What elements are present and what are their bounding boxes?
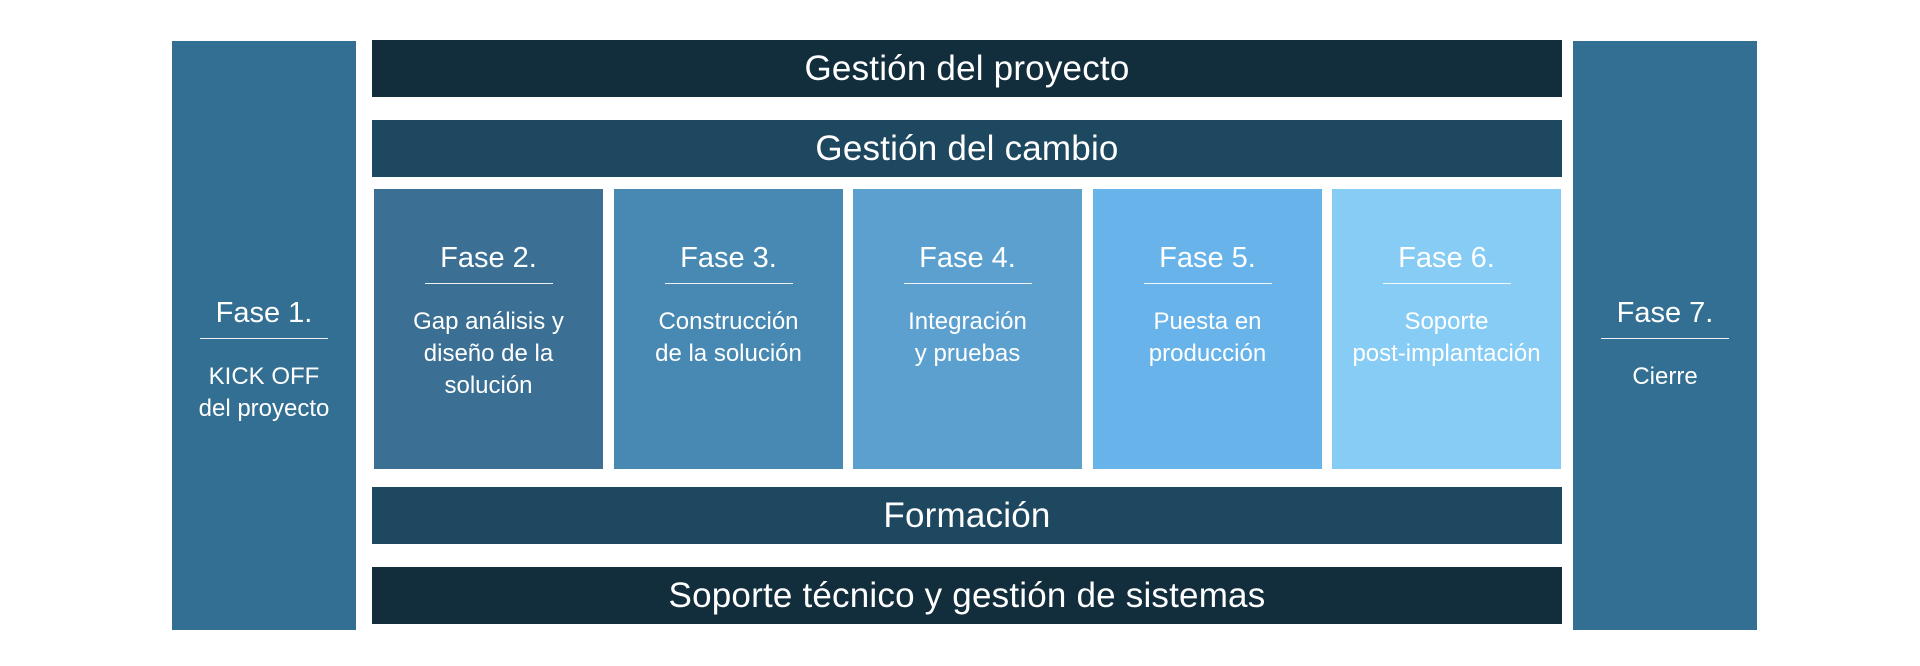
phase-5-box: Fase 5. Puesta en producción	[1093, 189, 1322, 469]
phase-1-title: Fase 1.	[200, 296, 328, 339]
phase-1-description: KICK OFF del proyecto	[198, 363, 330, 422]
phase-5-title: Fase 5.	[1143, 241, 1272, 284]
phase-2-description: Gap análisis y diseño de la solución	[413, 308, 564, 399]
phase-1-column: Fase 1. KICK OFF del proyecto	[172, 41, 356, 630]
project-management-bar: Gestión del proyecto	[372, 40, 1562, 97]
phase-2-box: Fase 2. Gap análisis y diseño de la solu…	[374, 189, 603, 469]
phase-5-description: Puesta en producción	[1148, 308, 1267, 367]
tech-support-bar: Soporte técnico y gestión de sistemas	[372, 567, 1562, 624]
phase-6-box: Fase 6. Soporte post-implantación	[1332, 189, 1561, 469]
training-bar: Formación	[372, 487, 1562, 544]
phase-4-description: Integración y pruebas	[908, 308, 1027, 367]
phase-4-box: Fase 4. Integración y pruebas	[853, 189, 1082, 469]
phase-6-description: Soporte post-implantación	[1352, 308, 1541, 367]
phase-3-box: Fase 3. Construcción de la solución	[614, 189, 843, 469]
phase-3-title: Fase 3.	[664, 241, 793, 284]
change-management-bar: Gestión del cambio	[372, 120, 1562, 177]
phase-3-description: Construcción de la solución	[655, 308, 802, 367]
phase-6-title: Fase 6.	[1382, 241, 1511, 284]
phase-2-title: Fase 2.	[424, 241, 553, 284]
phase-7-title: Fase 7.	[1601, 296, 1729, 339]
phase-7-description: Cierre	[1632, 363, 1698, 390]
phase-7-column: Fase 7. Cierre	[1573, 41, 1757, 630]
phase-4-title: Fase 4.	[903, 241, 1032, 284]
